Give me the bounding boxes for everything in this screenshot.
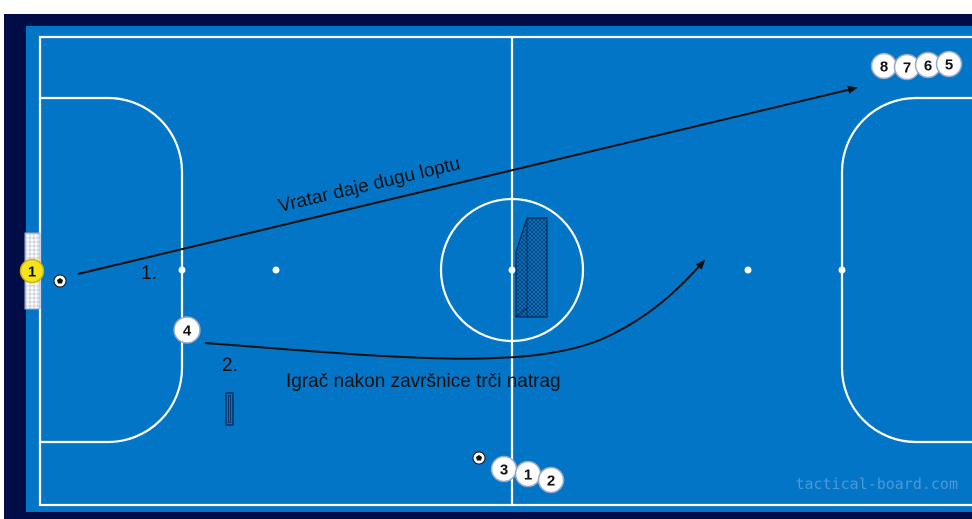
court-surface [26,26,972,512]
player-number: 2 [547,473,555,490]
long-pass-arrow [77,85,858,275]
step2-text: Igrač nakon završnice trči natrag [286,371,561,392]
player-marker[interactable]: 8 [870,52,898,80]
player-number: 1 [524,467,532,484]
run-back-arrow [204,259,706,360]
player-marker[interactable]: 6 [914,51,942,79]
cone-marker-icon [225,392,234,426]
player-marker[interactable]: 5 [935,50,963,78]
soccer-ball-icon [53,274,67,288]
player-number: 5 [945,57,953,74]
player-number: 7 [903,60,911,77]
player-number: 3 [500,462,508,479]
court-spots [178,266,846,274]
player-marker[interactable]: 3 [490,455,518,483]
goalkeeper-number: 1 [28,264,36,281]
portable-goal-icon [515,217,548,318]
goalkeeper-marker[interactable]: 1 [19,258,45,284]
player-number: 6 [924,58,932,75]
player-number: 8 [880,59,888,76]
player-group-top-right: 8 7 6 5 [870,50,963,81]
player-marker[interactable]: 2 [537,466,565,494]
watermark: tactical-board.com [795,475,958,493]
player-marker[interactable]: 1 [514,460,542,488]
step2-number: 2. [222,355,238,376]
step1-number: 1. [141,263,157,284]
soccer-ball-icon [472,451,486,465]
player-number: 4 [183,323,192,340]
player-group-bottom: 3 1 2 [490,455,565,494]
player-marker-attacker[interactable]: 4 [173,316,201,344]
